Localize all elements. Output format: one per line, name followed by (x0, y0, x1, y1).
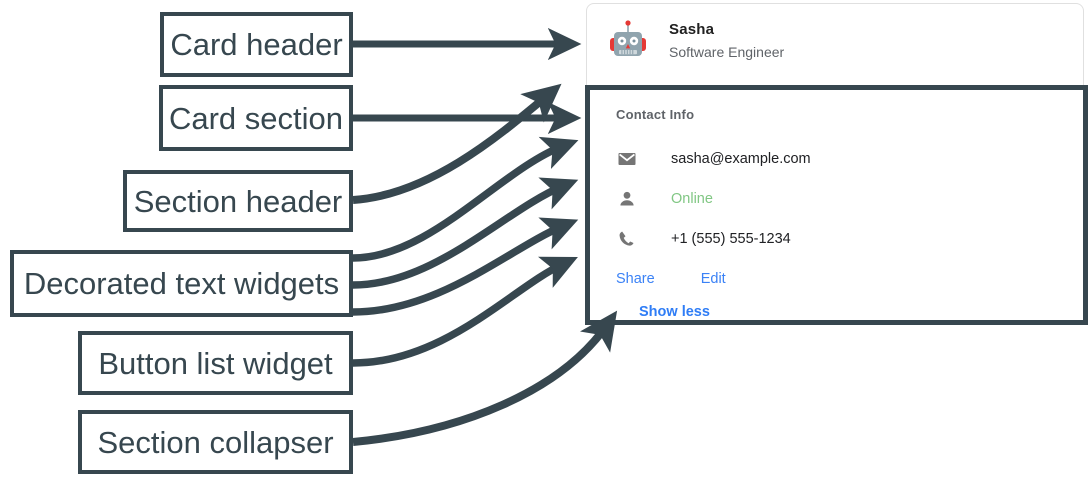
share-button[interactable]: Share (616, 271, 655, 287)
annotation-section-collapser-label: Section collapser (97, 424, 334, 460)
arrow-section-header (352, 83, 562, 204)
person-icon (616, 188, 638, 210)
card-header-title: Sasha (669, 20, 715, 38)
annotation-card-section-label: Card section (168, 100, 344, 136)
section-collapser: Show less (616, 297, 1083, 327)
phone-icon (616, 228, 638, 250)
show-less-button[interactable]: Show less (639, 304, 710, 320)
decorated-text-email[interactable]: sasha@example.com (616, 139, 1083, 179)
annotation-button-list-widget: Button list widget (78, 331, 353, 395)
envelope-icon (616, 148, 638, 170)
arrow-button-list-widget (352, 256, 578, 367)
phone-value: +1 (555) 555-1234 (671, 231, 791, 247)
robot-avatar-icon (605, 18, 651, 64)
card-header: Sasha Software Engineer (587, 4, 1083, 78)
card-section: Contact Info sasha@example.com (585, 85, 1088, 325)
annotation-section-collapser: Section collapser (78, 410, 353, 474)
arrow-decorated-text-status (352, 177, 579, 289)
arrow-decorated-text-phone (352, 217, 579, 316)
annotation-section-header-label: Section header (133, 183, 343, 219)
annotation-section-header: Section header (123, 170, 353, 232)
annotation-card-header: Card header (160, 12, 353, 77)
arrow-decorated-text-email (352, 136, 579, 262)
section-header: Contact Info (616, 107, 695, 122)
card-header-subtitle: Software Engineer (669, 43, 785, 60)
annotation-decorated-text-widgets: Decorated text widgets (10, 250, 353, 317)
annotation-card-section: Card section (159, 85, 353, 151)
edit-button[interactable]: Edit (700, 271, 726, 287)
card-header-text: Sasha Software Engineer (669, 20, 784, 63)
annotation-card-header-label: Card header (170, 27, 343, 62)
card-section-inner: Contact Info sasha@example.com (590, 90, 1083, 327)
email-value: sasha@example.com (671, 151, 811, 167)
button-list-widget: Share Edit (616, 261, 1083, 297)
decorated-text-status[interactable]: Online (616, 179, 1083, 219)
status-value: Online (671, 191, 713, 207)
annotation-button-list-widget-label: Button list widget (98, 345, 333, 381)
annotation-decorated-text-widgets-label: Decorated text widgets (23, 266, 340, 301)
arrow-section-collapser (352, 310, 618, 446)
decorated-text-phone[interactable]: +1 (555) 555-1234 (616, 219, 1083, 259)
